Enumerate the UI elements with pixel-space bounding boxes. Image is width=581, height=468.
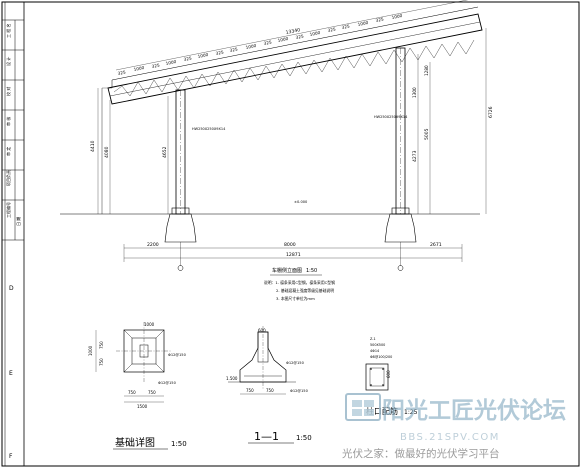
foundation-dim-top: 1000 [144, 322, 155, 327]
foundation-dim-h2: 750 [148, 390, 156, 395]
panel-dim-6: 325 [215, 49, 224, 56]
elevation-scale: 1:50 [306, 268, 317, 274]
panel-dim-5: 1000 [197, 52, 209, 59]
panel-dim-3: 1000 [165, 59, 177, 66]
column-rebar-detail: Z-1 500X500 4Φ14 Φ8@100/200 600 柱口配筋 1:2… [365, 337, 418, 416]
right-column: HW250X250X9X14 [374, 47, 417, 243]
title-block: 工 程 名 设 计 校 对 审 核 审 定 项目负责 工程编号 日 期 D E … [2, 2, 24, 466]
panel-dim-0: 325 [117, 69, 126, 76]
foundation-dim-h1: 750 [128, 390, 136, 395]
panel-dim-12: 1000 [309, 30, 321, 37]
dim-left-col-inner: 4652 [162, 146, 168, 158]
foundation-dim-v1: 750 [99, 341, 104, 349]
dim-top-span: 13340 [285, 27, 301, 36]
note-line-1: 说明：1. 檩条采用C型钢，檩条采用C型钢 [264, 280, 335, 285]
section-level: 1.500 [226, 376, 238, 381]
grid-letter-f: F [9, 453, 13, 460]
title-row-6: 工程编号 [5, 202, 11, 218]
watermark: 阳光工匠光伏论坛 BBS.21SPV.COM 光伏之家：做最好的光伏学习平台 [342, 393, 566, 460]
foundation-dim-height: 1000 [88, 345, 93, 356]
panel-dim-4: 325 [183, 55, 192, 62]
rebar-note-c: 4Φ14 [370, 349, 379, 353]
title-row-0: 工 程 名 [5, 23, 11, 38]
panel-dim-16: 325 [375, 16, 384, 23]
foundation-title: 基础详图 [115, 436, 155, 449]
panel-dim-14: 325 [341, 23, 350, 30]
panel-dim-7: 325 [229, 46, 238, 53]
left-column-label: HW250X250X9X14 [192, 127, 226, 131]
dim-left-col-height: 4080 [104, 146, 110, 158]
title-row-3: 审 核 [5, 117, 11, 126]
dim-right-col-inner: 4273 [412, 150, 418, 162]
title-row-1: 设 计 [5, 57, 11, 66]
section-scale: 1:50 [296, 434, 312, 442]
section-rebar-note-2: Φ12@150 [290, 389, 309, 393]
ground-label: ±0.000 [294, 200, 308, 204]
panel-dim-11: 325 [295, 33, 304, 40]
dim-right-top-b: 1280 [424, 65, 429, 76]
section-dim-h2: 750 [266, 388, 274, 393]
rebar-detail-title: 柱口配筋 [366, 406, 398, 416]
panel-dim-17: 1000 [391, 13, 403, 20]
title-row-5: 项目负责 [5, 170, 11, 186]
panel-dim-10: 1000 [277, 36, 289, 43]
foundation-dim-total: 1500 [137, 404, 148, 409]
section-title: 1—1 [254, 430, 279, 443]
bottom-dims: 2200 8000 2671 12871 [123, 242, 463, 271]
panel-dim-9: 325 [263, 39, 272, 46]
panel-dim-1: 1000 [133, 65, 145, 72]
dim-column-spacing: 8000 [284, 242, 296, 248]
right-height-dims: 4273 5005 6726 1300 1280 [412, 28, 494, 214]
panel-dim-8: 1000 [245, 43, 257, 50]
rebar-dim: 600 [386, 370, 391, 378]
foundation-dim-v2: 750 [99, 358, 104, 366]
rebar-note-d: Φ8@100/200 [370, 355, 392, 359]
watermark-logo-text: 阳光工匠光伏论坛 [382, 397, 566, 424]
section-dim-top: 600 [258, 328, 266, 333]
dim-right-col-height: 5005 [424, 128, 430, 140]
rebar-detail-scale: 1:25 [404, 409, 418, 416]
grid-letter-d: D [9, 285, 14, 292]
rebar-note-a: Z-1 [370, 337, 376, 341]
dim-right-top-a: 1300 [412, 87, 417, 98]
solar-logo-icon [345, 393, 381, 421]
left-column: HW250X250X9X14 [164, 89, 226, 243]
watermark-slogan: 光伏之家：做最好的光伏学习平台 [342, 447, 500, 460]
section-1-1-detail: 600 1.500 750 750 Φ12@150 Φ12@150 1—1 1:… [226, 326, 312, 444]
title-row-2: 校 对 [5, 87, 11, 96]
right-column-label: HW250X250X9X14 [374, 115, 408, 119]
note-line-3: 3. 本图尺寸单位为mm [276, 296, 315, 301]
foundation-rebar-note: Φ12@150 [168, 353, 187, 357]
dim-left-height: 4410 [90, 140, 96, 152]
note-line-2: 2. 基础混凝土强度等级见基础说明 [276, 288, 334, 293]
title-row-4: 审 定 [5, 147, 11, 156]
panel-dim-15: 1000 [357, 20, 369, 27]
title-row-7: 日 期 [15, 217, 21, 226]
dim-right-overhang: 2671 [430, 242, 442, 248]
panel-dim-13: 325 [327, 26, 336, 33]
grid-letter-e: E [9, 370, 13, 377]
elevation-title: 车棚侧立面图 [272, 267, 302, 274]
dim-right-height: 6726 [488, 106, 494, 118]
roof-beam [107, 6, 483, 105]
left-height-dims: 4410 4080 4652 [90, 88, 169, 214]
watermark-url: BBS.21SPV.COM [400, 432, 500, 443]
dim-left-overhang: 2200 [147, 242, 159, 248]
panel-dim-2: 325 [151, 62, 160, 69]
panel-dimension-chain: 325 1000 325 1000 325 1000 325 325 1000 … [115, 0, 468, 76]
foundation-scale: 1:50 [171, 440, 187, 448]
section-dim-h1: 750 [246, 388, 254, 393]
dim-overall-width: 12871 [286, 252, 301, 258]
section-rebar-note: Φ12@150 [286, 361, 305, 365]
foundation-detail: 1000 1000 750 750 750 750 1500 Φ12@150 Φ… [88, 322, 187, 450]
carport-elevation: 325 1000 325 1000 325 1000 325 325 1000 … [60, 0, 494, 301]
foundation-rebar-note-2: Φ12@150 [158, 381, 177, 385]
rebar-note-b: 500X500 [370, 343, 385, 347]
